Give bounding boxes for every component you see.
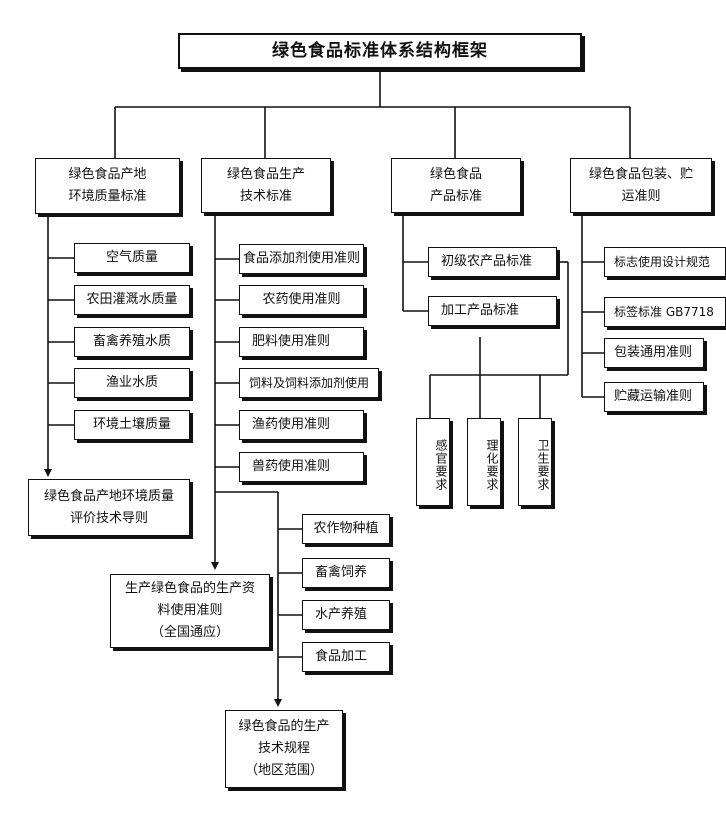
- tech-item: 兽药使用准则: [239, 452, 364, 482]
- product-item: 初级农产品标准: [428, 247, 557, 277]
- category-pack: 绿色食品包装、贮 运准则: [570, 158, 712, 213]
- tech-sub-item: 农作物种植: [302, 514, 390, 544]
- pack-item: 贮藏运输准则: [604, 382, 704, 412]
- category-product: 绿色食品 产品标准: [391, 158, 521, 213]
- env-item: 畜禽养殖水质: [74, 327, 190, 357]
- env-item: 农田灌溉水质量: [74, 285, 190, 315]
- tech-sub-item: 食品加工: [302, 642, 390, 672]
- diagram-title: 绿色食品标准体系结构框架: [178, 33, 582, 69]
- product-requirement: 理化要求: [467, 418, 501, 506]
- tech-sub-item: 水产养殖: [302, 600, 390, 630]
- tech-item: 肥料使用准则: [239, 327, 364, 357]
- tech-item: 食品添加剂使用准则: [239, 244, 364, 274]
- pack-item: 包装通用准则: [604, 338, 704, 368]
- product-requirement: 卫生要求: [518, 418, 552, 506]
- env-item: 空气质量: [74, 243, 190, 273]
- pack-item: 标签标准 GB7718: [604, 297, 726, 327]
- tech-result-regional: 绿色食品的生产 技术规程 （地区范围）: [225, 710, 343, 788]
- category-env: 绿色食品产地 环境质量标准: [35, 158, 180, 214]
- tech-sub-item: 畜禽饲养: [302, 558, 390, 588]
- category-tech: 绿色食品生产 技术标准: [201, 158, 331, 213]
- product-item: 加工产品标准: [428, 296, 557, 326]
- tech-result-national: 生产绿色食品的生产资 料使用准则 （全国通应）: [110, 574, 270, 648]
- tech-item: 渔药使用准则: [239, 410, 364, 440]
- env-item: 渔业水质: [74, 368, 190, 398]
- env-item: 环境土壤质量: [74, 410, 190, 440]
- tech-item: 饲料及饲料添加剂使用: [239, 368, 379, 398]
- tech-item: 农药使用准则: [239, 285, 364, 315]
- env-result: 绿色食品产地环境质量 评价技术导则: [28, 479, 190, 536]
- product-requirement: 感官要求: [416, 418, 450, 506]
- pack-item: 标志使用设计规范: [604, 247, 726, 277]
